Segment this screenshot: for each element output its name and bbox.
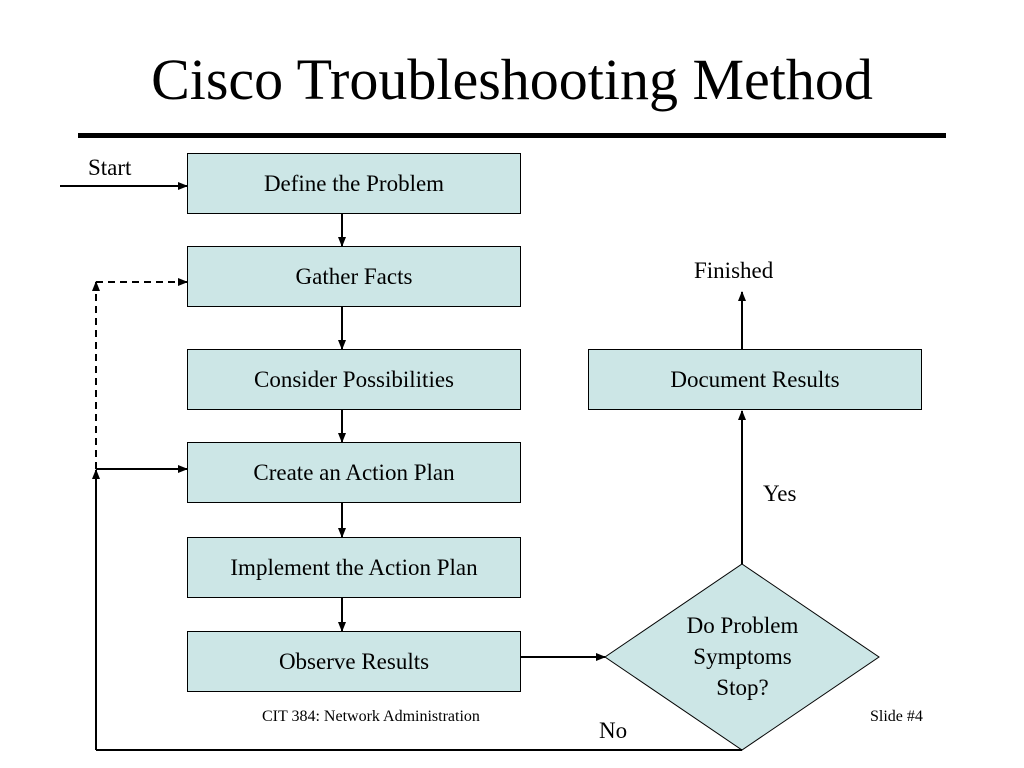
- step-document-results: Document Results: [588, 349, 922, 410]
- footer-slide-number: Slide #4: [870, 708, 923, 725]
- start-label: Start: [88, 155, 132, 180]
- step-observe-results: Observe Results: [187, 631, 521, 692]
- yes-label: Yes: [763, 481, 797, 506]
- decision-label: Do Problem Symptoms Stop?: [640, 610, 845, 703]
- footer-course: CIT 384: Network Administration: [262, 708, 480, 725]
- no-label: No: [599, 718, 628, 743]
- step-gather-facts: Gather Facts: [187, 246, 521, 307]
- step-implement-action-plan: Implement the Action Plan: [187, 537, 521, 598]
- title-rule: [78, 133, 946, 138]
- finished-label: Finished: [694, 258, 774, 283]
- decision-line-2: Symptoms: [693, 644, 792, 669]
- slide-title: Cisco Troubleshooting Method: [151, 47, 873, 112]
- decision-line-3: Stop?: [716, 675, 769, 700]
- step-define-problem: Define the Problem: [187, 153, 521, 214]
- decision-line-1: Do Problem: [686, 613, 799, 638]
- step-consider-possibilities: Consider Possibilities: [187, 349, 521, 410]
- step-create-action-plan: Create an Action Plan: [187, 442, 521, 503]
